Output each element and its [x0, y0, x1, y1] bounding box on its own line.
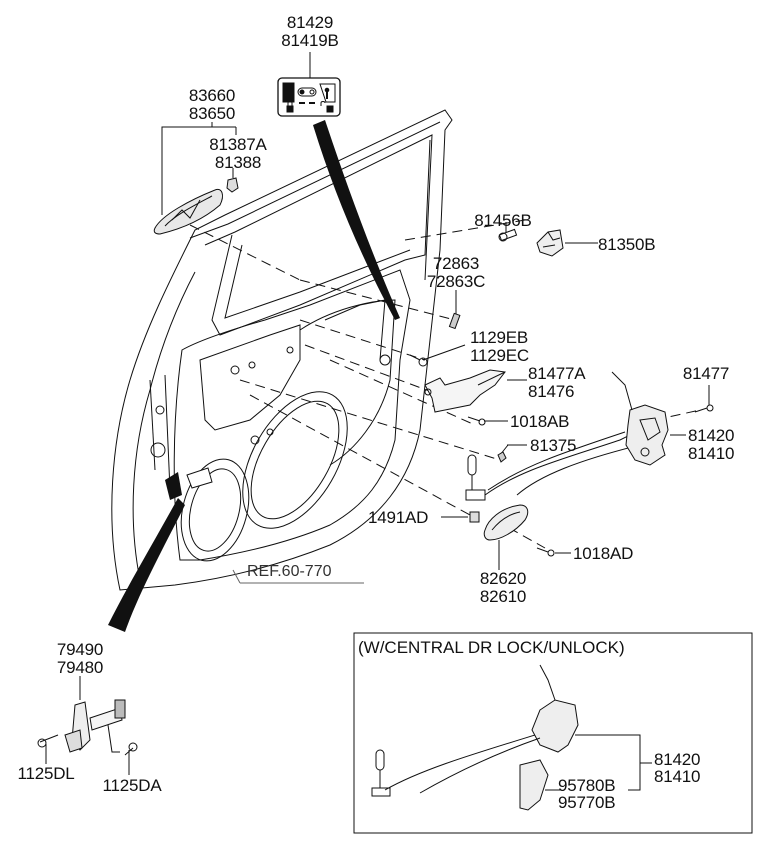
callout-inside-handle-2: 82610 [479, 587, 527, 606]
inset-callout-latch-1: 81420 [654, 750, 701, 769]
inset-title: (W/CENTRAL DR LOCK/UNLOCK) [358, 638, 625, 657]
inside-handle-part [483, 504, 529, 541]
door-checker-part [37, 699, 138, 756]
lock-rod-part [465, 454, 486, 501]
callout-bolt-upper-1: 1129EB [470, 328, 529, 347]
reference-label: REF.60-770 [247, 563, 332, 580]
cables [484, 429, 641, 496]
callout-outside-handle-2: 83650 [188, 104, 236, 123]
callout-handle-cap-2: 81388 [214, 153, 262, 172]
clip-part [448, 312, 461, 330]
callout-latch-1: 81420 [688, 426, 735, 445]
callout-latch-2: 81410 [688, 444, 735, 463]
outside-handle-part [153, 188, 223, 235]
bolt-1018ab-part [467, 416, 486, 426]
callout-cable-clip: 81375 [530, 436, 577, 455]
callout-striker-screw: 81456B [474, 211, 532, 230]
callout-bracket-1: 81477A [528, 364, 586, 383]
door-lock-label-icon [277, 77, 341, 117]
inset-callout-actuator-1: 95780B [558, 776, 616, 795]
callout-clip-2: 72863C [426, 272, 486, 291]
inset-box [353, 632, 753, 834]
callout-latch-screw: 81477 [682, 364, 730, 383]
callout-outside-handle-1: 83660 [188, 86, 236, 105]
callout-bolt-1125dl: 1125DL [17, 764, 75, 783]
callout-bolt-1018ad: 1018AD [573, 544, 634, 563]
latch-screw-part [694, 404, 714, 413]
callout-handle-cap-1: 81387A [209, 135, 267, 154]
callout-door-checker-1: 79490 [56, 640, 104, 659]
callout-striker: 81350B [598, 235, 656, 254]
callout-bracket-2: 81476 [528, 382, 575, 401]
callout-clip-1: 72863 [432, 254, 480, 273]
bolt-upper-part [409, 354, 428, 367]
callout-lock-label-1: 81429 [286, 13, 334, 32]
callout-nut: 1491AD [368, 508, 429, 527]
latch-assembly-part [611, 371, 669, 466]
striker-screw-part [498, 228, 518, 242]
pointer-arrows [108, 120, 400, 632]
callout-lock-label-2: 81419B [281, 31, 339, 50]
callout-bolt-1018ab: 1018AB [510, 412, 570, 431]
striker-part [536, 229, 564, 257]
nut-part [469, 511, 480, 523]
leader-lines [45, 52, 710, 775]
callout-bolt-1125da: 1125DA [102, 776, 162, 795]
callout-inside-handle-1: 82620 [479, 569, 527, 588]
inside-handle-bracket-part [424, 369, 506, 413]
handle-cap-part [226, 177, 239, 193]
callout-door-checker-2: 79480 [56, 658, 104, 677]
door-panel [111, 109, 453, 591]
bolt-1018ad-part [536, 547, 555, 557]
cable-clip-part [497, 451, 507, 463]
inset-callout-actuator-2: 95770B [558, 793, 616, 812]
callout-bolt-upper-2: 1129EC [470, 346, 529, 365]
inset-callout-latch-2: 81410 [654, 767, 701, 786]
